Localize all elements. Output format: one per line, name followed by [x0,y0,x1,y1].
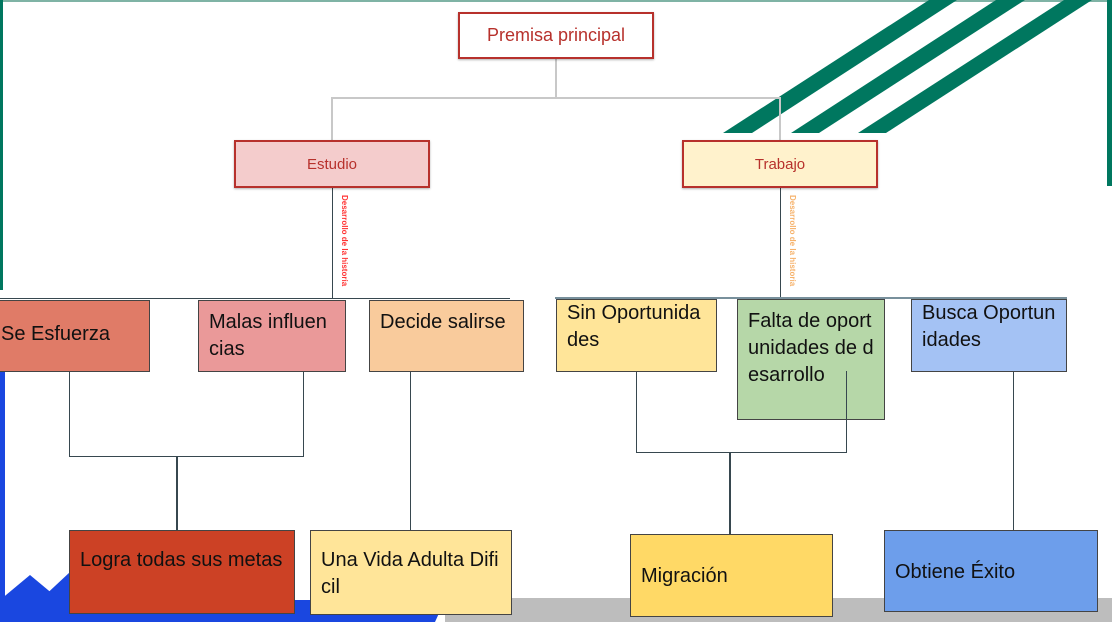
annotation-estudio: Desarrollo de la historia [340,195,349,287]
branch-label: Estudio [306,155,358,173]
cause-malas-influencias[interactable]: Malas influencias [198,300,346,372]
right-green-border [1107,0,1112,186]
cause-busca-oportunidades[interactable]: Busca Oportunidades [911,299,1067,372]
outcome-vida-adulta[interactable]: Una Vida Adulta Dificil [310,530,512,615]
cause-falta-oportunidades[interactable]: Falta de oportunidades de desarrollo [737,299,885,420]
outcome-obtiene-exito[interactable]: Obtiene Éxito [884,530,1098,612]
branch-trabajo[interactable]: Trabajo [682,140,878,188]
outcome-logra-metas[interactable]: Logra todas sus metas [69,530,295,614]
root-node[interactable]: Premisa principal [458,12,654,59]
cause-se-esfuerza[interactable]: Se Esfuerza [0,300,150,372]
cause-decide-salirse[interactable]: Decide salirse [369,300,524,372]
branch-estudio[interactable]: Estudio [234,140,430,188]
outcome-migracion[interactable]: Migración [630,534,833,617]
annotation-trabajo: Desarrollo de la historia [788,195,797,287]
root-label: Premisa principal [486,25,626,45]
left-green-border [0,0,3,290]
top-border [0,0,1112,2]
branch-label: Trabajo [754,155,806,173]
cause-sin-oportunidades[interactable]: Sin Oportunidades [556,299,717,372]
